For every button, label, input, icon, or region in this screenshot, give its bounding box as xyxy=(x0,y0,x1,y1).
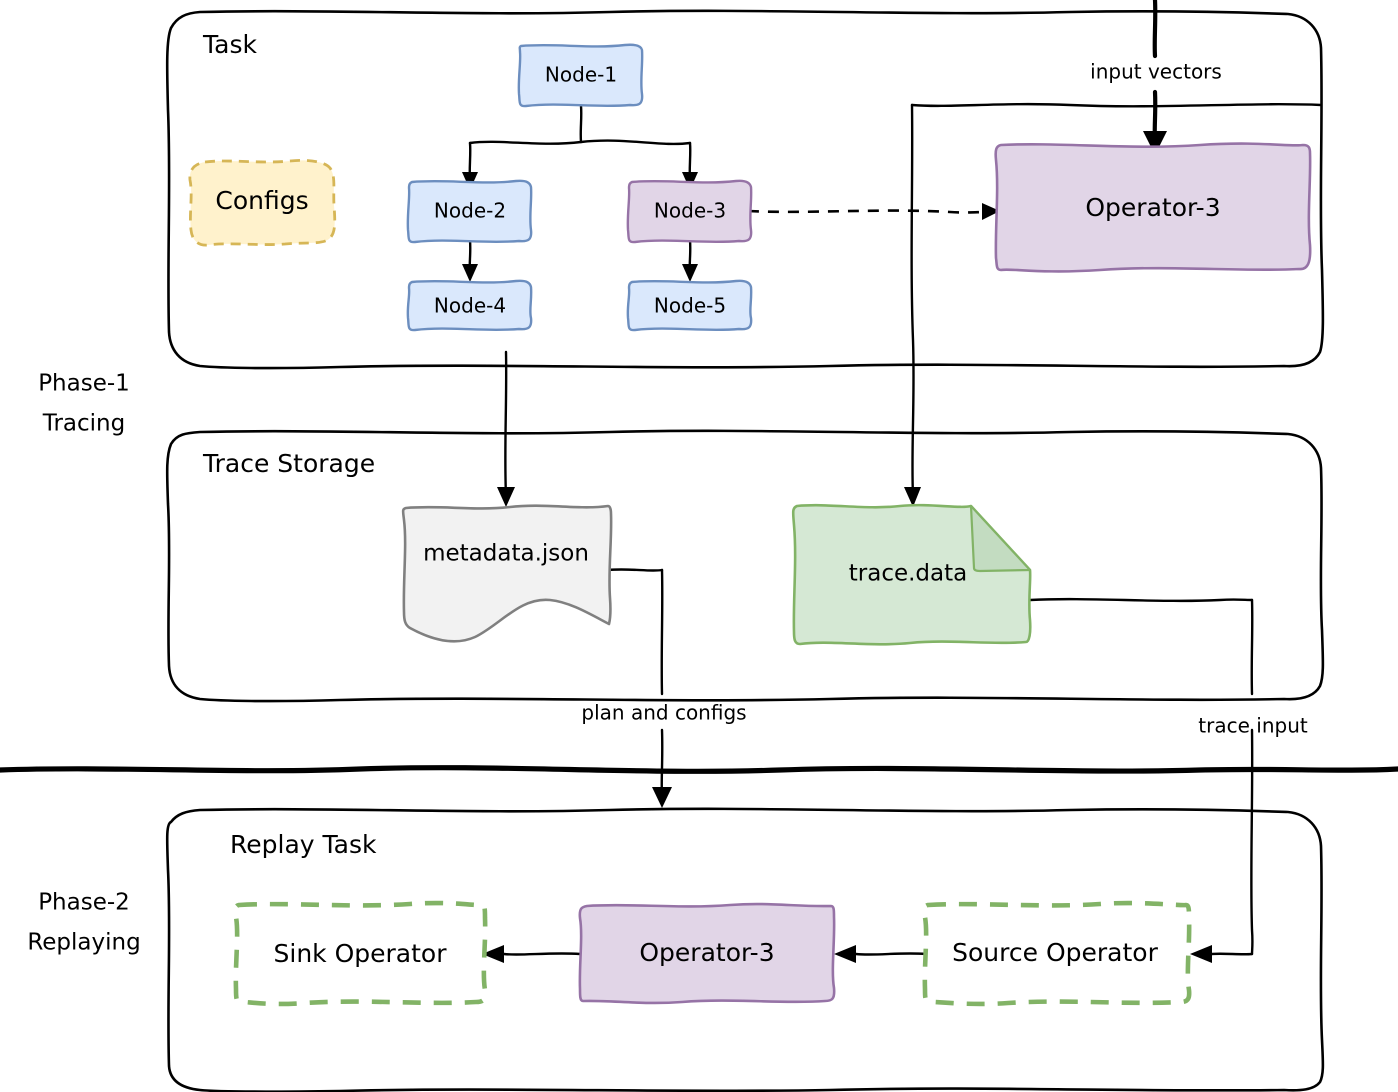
edge-node3-to-operator3-dashed xyxy=(747,203,1000,220)
node-node3[interactable]: Node-3 xyxy=(626,179,753,244)
edge-input-vectors: input vectors xyxy=(1090,0,1222,155)
edge-node3-to-node5 xyxy=(682,238,698,282)
node-node5[interactable]: Node-5 xyxy=(626,279,753,332)
node-label-operator3-task: Operator-3 xyxy=(1085,193,1220,222)
container-task: Task xyxy=(165,9,1325,370)
edge-source-to-operator3 xyxy=(834,945,928,963)
container-title-task: Task xyxy=(202,30,257,59)
phase-divider xyxy=(0,765,1398,774)
node-sink-operator[interactable]: Sink Operator xyxy=(233,900,488,1007)
node-label-source-operator: Source Operator xyxy=(952,938,1158,967)
phase1-line1: Phase-1 xyxy=(38,371,130,397)
node-configs[interactable]: Configs xyxy=(188,159,337,247)
edge-task-to-metadata xyxy=(497,350,515,507)
edge-node1-to-fork xyxy=(462,104,698,190)
node-label-operator3-replay: Operator-3 xyxy=(639,938,774,967)
node-label-configs: Configs xyxy=(215,186,308,215)
container-title-trace-storage: Trace Storage xyxy=(202,449,375,478)
phase-label-phase2: Phase-2 Replaying xyxy=(27,890,140,956)
arrowhead-operator3-replay xyxy=(834,945,856,963)
edge-label-input-vectors: input vectors xyxy=(1090,60,1222,84)
edge-operator3-to-sink xyxy=(482,945,582,963)
edge-trace-input: trace input xyxy=(1028,597,1308,963)
node-node4[interactable]: Node-4 xyxy=(406,279,533,332)
arrowhead-plan-and-configs xyxy=(652,787,672,808)
edge-operator3-to-trace-data xyxy=(904,102,1323,507)
edge-label-trace-input: trace input xyxy=(1198,714,1308,738)
phase2-line1: Phase-2 xyxy=(38,890,130,916)
node-node2[interactable]: Node-2 xyxy=(406,179,533,244)
node-node1[interactable]: Node-1 xyxy=(517,43,644,108)
arrowhead-node5 xyxy=(682,264,698,282)
edge-plan-and-configs: plan and configs xyxy=(581,568,747,808)
node-trace-data[interactable]: trace.data xyxy=(791,503,1032,646)
node-label-node4: Node-4 xyxy=(434,294,506,318)
edge-node2-to-node4 xyxy=(462,238,478,282)
node-label-trace-data: trace.data xyxy=(849,561,967,587)
container-replay-task: Replay Task xyxy=(165,807,1325,1092)
node-label-node5: Node-5 xyxy=(654,294,726,318)
node-operator3-replay[interactable]: Operator-3 xyxy=(578,902,836,1005)
arrowhead-operator3-task xyxy=(982,203,1000,220)
container-trace-storage: Trace Storage xyxy=(165,429,1325,703)
container-title-replay-task: Replay Task xyxy=(230,830,377,859)
node-label-sink-operator: Sink Operator xyxy=(274,939,448,968)
arrowhead-trace-data xyxy=(904,487,921,507)
arrowhead-node4 xyxy=(462,264,478,282)
arrowhead-metadata xyxy=(497,487,515,507)
node-source-operator[interactable]: Source Operator xyxy=(922,900,1192,1007)
node-label-node2: Node-2 xyxy=(434,199,506,223)
phase1-line2: Tracing xyxy=(42,411,125,437)
node-label-metadata-json: metadata.json xyxy=(423,541,589,567)
phase-label-phase1: Phase-1 Tracing xyxy=(38,371,130,437)
node-operator3-task[interactable]: Operator-3 xyxy=(994,142,1312,273)
node-label-node3: Node-3 xyxy=(654,199,726,223)
node-metadata-json[interactable]: metadata.json xyxy=(401,504,613,643)
arrowhead-trace-input xyxy=(1190,945,1212,963)
arrowhead-sink-operator xyxy=(482,945,504,963)
arrowhead-input-vectors xyxy=(1143,131,1167,155)
edge-label-plan-and-configs: plan and configs xyxy=(581,701,746,725)
node-label-node1: Node-1 xyxy=(545,63,617,87)
phase2-line2: Replaying xyxy=(27,930,140,956)
